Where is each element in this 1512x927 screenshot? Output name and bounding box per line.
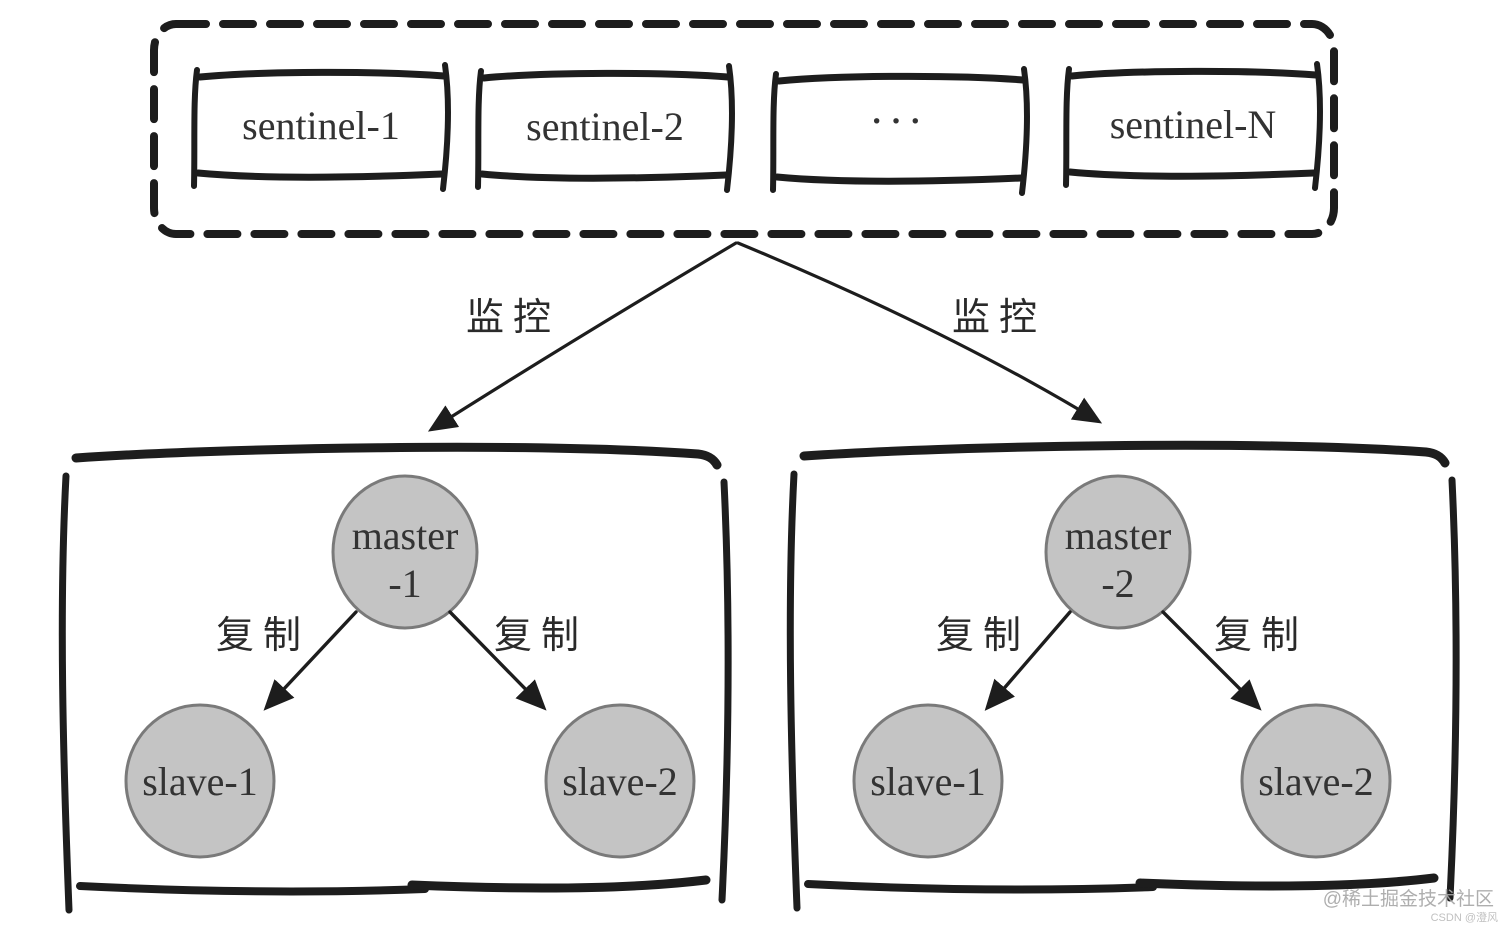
node-master-2-label-line2: -2	[1101, 561, 1134, 606]
node-master-2-label-line1: master	[1065, 513, 1172, 558]
sentinel-box-ellipsis-label: ···	[869, 95, 927, 146]
sentinel-box-2: sentinel-2	[478, 66, 732, 190]
sentinel-box-2-label: sentinel-2	[526, 104, 684, 149]
replicate-arrow-2-right	[1161, 610, 1262, 711]
node-group2-slave-2	[1240, 703, 1392, 859]
node-group1-slave-1-label: slave-1	[142, 759, 258, 804]
node-group1-slave-1	[124, 703, 276, 859]
node-group2-slave-2-label: slave-2	[1258, 759, 1374, 804]
sentinel-box-n: sentinel-N	[1066, 64, 1320, 188]
watermark-community: @稀土掘金技术社区	[1323, 888, 1494, 910]
monitor-arrows: 监控 监控	[427, 241, 1103, 432]
sentinel-cluster-border	[150, 20, 1338, 238]
node-group1-slave-2-label: slave-2	[562, 759, 678, 804]
sentinel-cluster: sentinel-1 sentinel-2 ··· sentinel-N	[150, 20, 1338, 238]
node-master-1	[331, 474, 479, 630]
node-master-2	[1044, 474, 1192, 630]
node-group1-slave-2	[544, 703, 696, 859]
watermark-csdn: CSDN @澄风	[1431, 910, 1498, 924]
node-master-1-label-line2: -1	[388, 561, 421, 606]
replica-group-1: master -1 slave-1 slave-2 复制 复制	[62, 447, 728, 910]
replicate-label-2-left: 复制	[936, 615, 1030, 657]
sentinel-box-ellipsis: ···	[773, 69, 1027, 193]
sentinel-box-n-label: sentinel-N	[1110, 102, 1277, 147]
monitor-label-right: 监控	[952, 297, 1046, 339]
replicate-label-2-right: 复制	[1214, 615, 1308, 657]
replicate-label-1-right: 复制	[494, 615, 588, 657]
replicate-label-1-left: 复制	[216, 615, 310, 657]
node-group2-slave-1-label: slave-1	[870, 759, 986, 804]
replicate-arrow-2-left	[984, 610, 1072, 711]
sentinel-box-1: sentinel-1	[194, 65, 448, 189]
monitor-arrow-right	[736, 241, 1103, 424]
node-master-1-label-line1: master	[352, 513, 459, 558]
replicate-arrow-1-left	[263, 610, 358, 711]
replicate-arrow-1-right	[448, 610, 547, 711]
monitor-arrow-left	[427, 241, 738, 432]
replica-group-2: master -2 slave-1 slave-2 复制 复制	[790, 445, 1456, 908]
sentinel-box-1-label: sentinel-1	[242, 103, 400, 148]
watermark: @稀土掘金技术社区 CSDN @澄风	[1323, 888, 1498, 924]
node-group2-slave-1	[852, 703, 1004, 859]
monitor-label-left: 监控	[466, 297, 560, 339]
